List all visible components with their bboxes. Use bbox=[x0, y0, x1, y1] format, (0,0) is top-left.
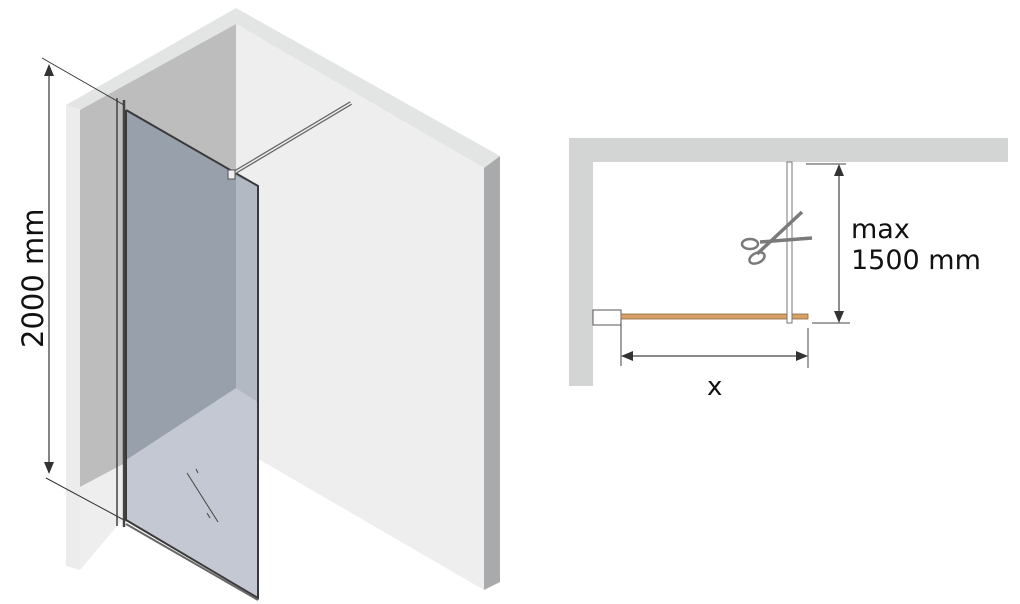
height-arrow-bottom bbox=[44, 462, 54, 474]
height-dimension-ext-bottom bbox=[45, 477, 125, 521]
max-dimension-label: max 1500 mm bbox=[851, 214, 981, 276]
left-wall-end-cap bbox=[66, 105, 80, 570]
glass-panel-lower-reflection bbox=[126, 388, 258, 598]
stabilizer-clamp bbox=[227, 169, 236, 180]
height-dimension-ext-top bbox=[41, 57, 125, 106]
height-arrow-top bbox=[44, 64, 54, 76]
right-wall-face bbox=[236, 24, 484, 590]
glass-panel-right-strip bbox=[236, 176, 258, 402]
glass-mark-short-1 bbox=[195, 468, 199, 474]
max-label-line2: 1500 mm bbox=[851, 245, 981, 276]
glass-mark bbox=[186, 472, 219, 523]
height-dimension-label: 2000 mm bbox=[16, 208, 50, 348]
glass-bottom-rail bbox=[125, 523, 259, 601]
x-dimension-label: x bbox=[707, 372, 723, 402]
glass-mark-short-2 bbox=[206, 512, 211, 519]
wall-top-edge bbox=[66, 8, 500, 168]
right-wall-end-edge bbox=[484, 156, 500, 590]
left-wall-bottom bbox=[80, 465, 122, 570]
max-label-line1: max bbox=[851, 214, 910, 245]
stabilizer-bar-highlight bbox=[231, 102, 352, 175]
glass-frame bbox=[125, 109, 259, 600]
